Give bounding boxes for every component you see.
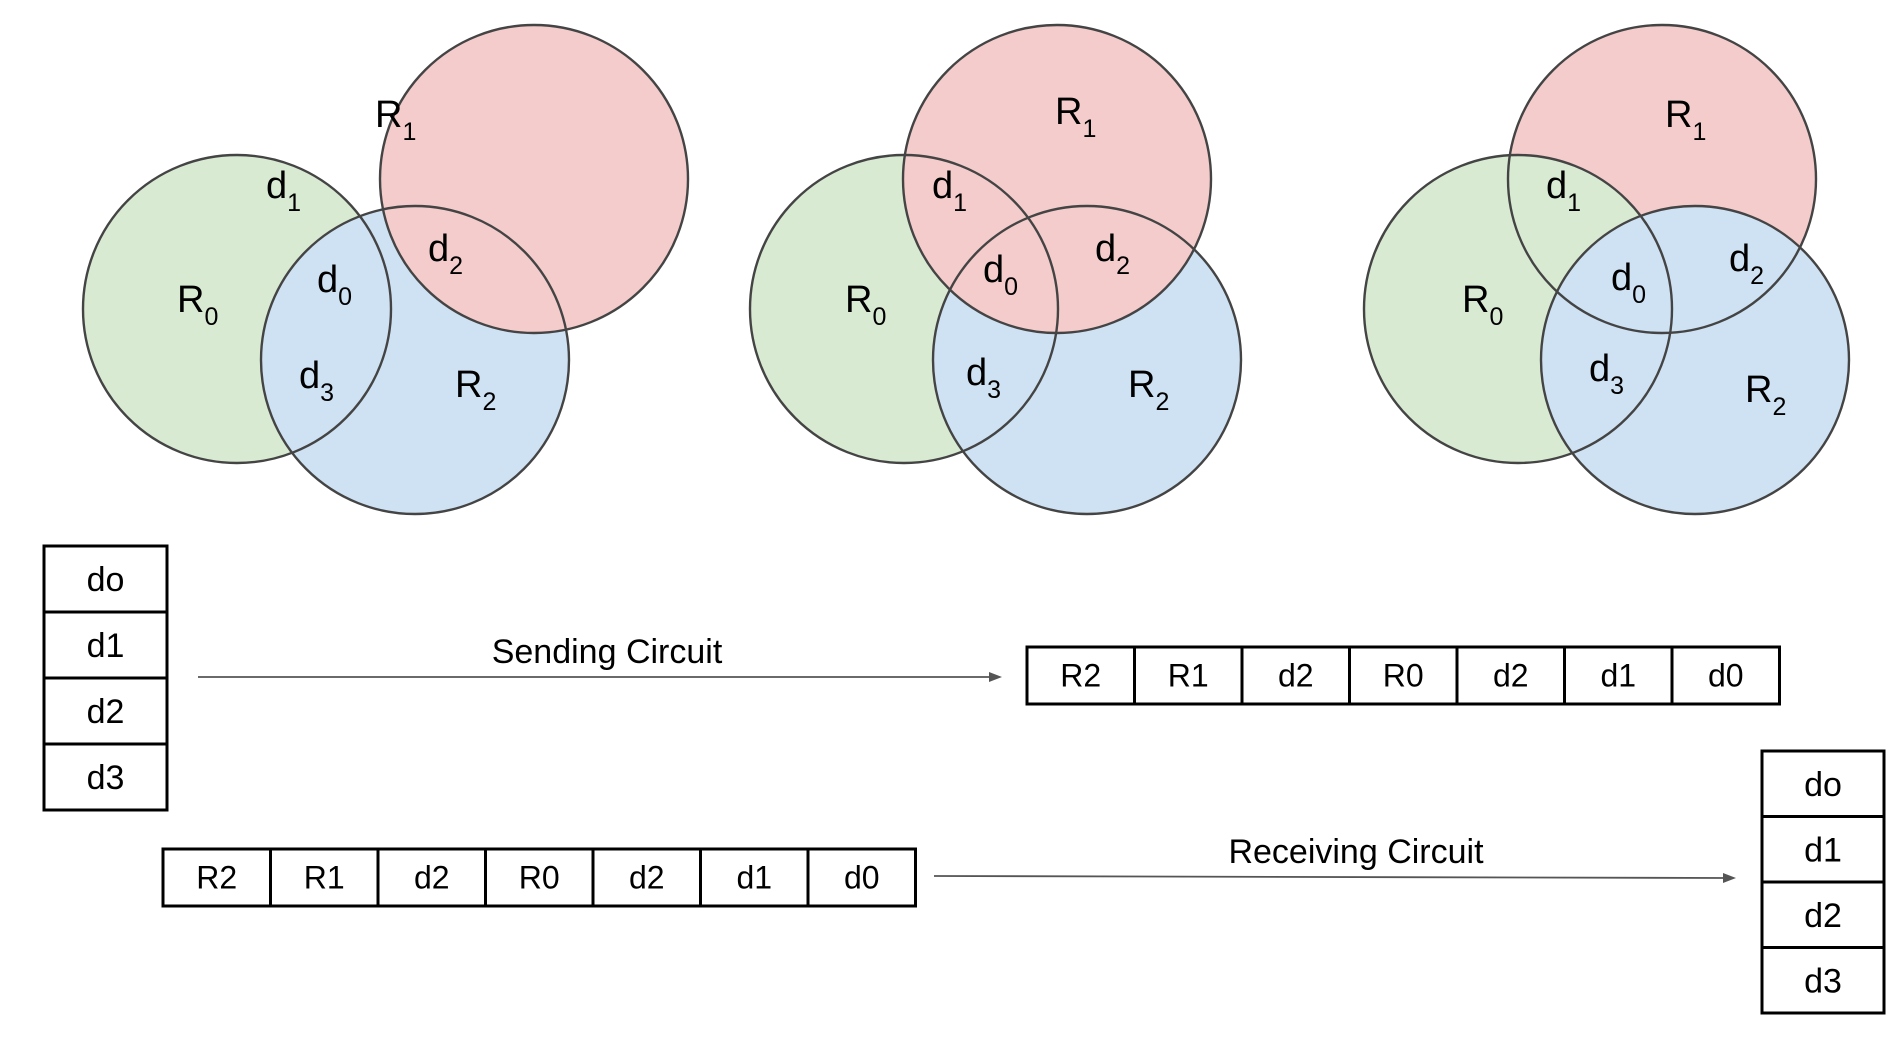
output-bit-stack-cell	[1760, 815, 1886, 884]
output-bit-stack-cell-text: do	[1804, 766, 1842, 804]
encoded-codeword-row-top-cell-text: d1	[1600, 658, 1636, 694]
encoded-codeword-row-bottom-cell-text: d1	[736, 860, 772, 896]
input-bit-stack-cell	[42, 544, 169, 614]
region-label-r2: R2	[1745, 369, 1786, 421]
output-bit-stack-cell	[1760, 946, 1886, 1015]
sending-circuit-label: Sending Circuit	[492, 633, 723, 671]
region-label-r1: R1	[375, 94, 416, 146]
encoded-codeword-row-bottom-cell	[699, 847, 810, 908]
circle-blue-outline	[1539, 204, 1851, 516]
output-bit-stack-cell-text: d2	[1804, 897, 1842, 935]
region-label-r1: R1	[1665, 94, 1706, 146]
region-label-r0: R0	[1462, 279, 1503, 331]
region-label-d0: d0	[983, 249, 1018, 301]
region-label-d3: d3	[966, 352, 1001, 404]
region-label-d1: d1	[932, 165, 967, 217]
circle-green-outline	[1362, 153, 1674, 465]
region-label-r2: R2	[455, 364, 496, 416]
region-label-r1: R1	[1055, 91, 1096, 143]
region-label-d3: d3	[1589, 348, 1624, 400]
circle-green-outline	[81, 153, 393, 465]
encoded-codeword-row-top-cell-text: R1	[1168, 658, 1209, 694]
encoded-codeword-row-top-cell	[1133, 645, 1244, 706]
region-label-d2: d2	[1095, 228, 1130, 280]
input-bit-stack-cell-text: d3	[87, 759, 125, 797]
encoded-codeword-row-top-cell-text: d2	[1493, 658, 1529, 694]
encoded-codeword-row-bottom-cell-text: d2	[414, 860, 450, 896]
circle-red-fill	[380, 25, 688, 333]
circle-red-fill	[903, 25, 1211, 333]
circle-blue-fill	[1541, 206, 1849, 514]
region-label-r0: R0	[177, 279, 218, 331]
encoded-codeword-row-bottom-cell	[591, 847, 702, 908]
encoded-codeword-row-top-cell-text: d2	[1278, 658, 1314, 694]
region-label-d2: d2	[1729, 238, 1764, 290]
region-label-r2: R2	[1128, 364, 1169, 416]
encoded-codeword-row-top-cell	[1025, 645, 1136, 706]
circle-red-outline	[378, 23, 690, 335]
encoded-codeword-row-top-cell	[1455, 645, 1566, 706]
output-bit-stack-cell-text: d1	[1804, 831, 1842, 869]
encoded-codeword-row-bottom-cell-text: R1	[304, 860, 345, 896]
encoded-codeword-row-bottom-cell-text: d2	[629, 860, 665, 896]
encoded-codeword-row-bottom-cell-text: R2	[196, 860, 237, 896]
region-label-d1: d1	[1546, 165, 1581, 217]
output-bit-stack-cell	[1760, 749, 1886, 818]
circle-blue-outline	[931, 204, 1243, 516]
circle-green-outline	[748, 153, 1060, 465]
receiving-circuit-label: Receiving Circuit	[1228, 833, 1484, 871]
receiving-arrow	[933, 873, 1736, 883]
encoded-codeword-row-bottom-cell	[806, 847, 917, 908]
encoded-codeword-row-top: R2 R1 d2 R0 d2 d1 d0	[1025, 645, 1781, 706]
encoded-codeword-row-top-cell	[1563, 645, 1674, 706]
sending-arrow	[198, 672, 1002, 682]
region-label-d1: d1	[266, 165, 301, 217]
encoded-codeword-row-bottom-cell	[161, 847, 272, 908]
output-bit-stack-cell-text: d3	[1804, 962, 1842, 1000]
encoded-codeword-row-bottom-cell-text: R0	[519, 860, 560, 896]
region-label-d0: d0	[1611, 257, 1646, 309]
encoded-codeword-row-top-cell-text: d0	[1708, 658, 1744, 694]
encoded-codeword-row-top-cell	[1240, 645, 1351, 706]
region-label-d2: d2	[428, 228, 463, 280]
region-label-d0: d0	[317, 259, 352, 311]
circle-red-outline	[1506, 23, 1818, 335]
encoded-codeword-row-top-cell	[1670, 645, 1781, 706]
input-bit-stack-cell	[42, 742, 169, 812]
circle-blue-outline	[259, 204, 571, 516]
region-label-d3: d3	[299, 355, 334, 407]
input-bit-stack: do d1 d2 d3	[42, 544, 169, 812]
output-bit-stack: do d1 d2 d3	[1760, 749, 1886, 1015]
input-bit-stack-cell-text: d2	[87, 693, 125, 731]
encoded-codeword-row-top-cell-text: R2	[1060, 658, 1101, 694]
encoded-codeword-row-bottom-cell-text: d0	[844, 860, 880, 896]
input-bit-stack-cell-text: d1	[87, 627, 125, 665]
encoded-codeword-row-bottom: R2 R1 d2 R0 d2 d1 d0	[161, 847, 917, 908]
region-label-r0: R0	[845, 279, 886, 331]
encoded-codeword-row-top-cell-text: R0	[1383, 658, 1424, 694]
input-bit-stack-cell-text: do	[87, 561, 125, 599]
encoded-codeword-row-bottom-cell	[376, 847, 487, 908]
input-bit-stack-cell	[42, 610, 169, 680]
